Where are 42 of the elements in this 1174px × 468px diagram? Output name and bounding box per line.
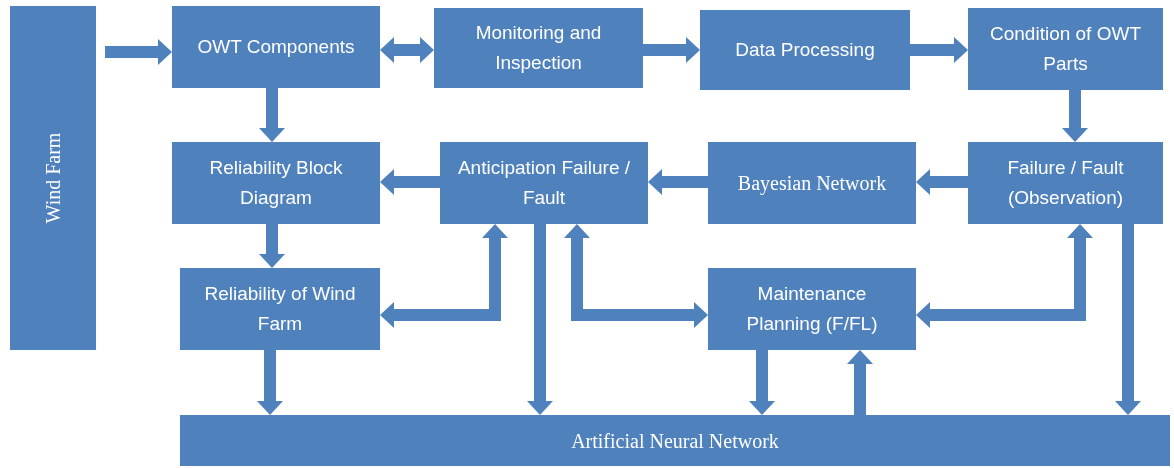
block-arrow xyxy=(380,169,440,195)
process-box xyxy=(180,415,1170,466)
box-label: Failure / Fault (Observation) xyxy=(1006,156,1125,210)
block-arrow xyxy=(648,169,708,195)
block-arrow xyxy=(1062,90,1088,142)
block-arrow xyxy=(259,224,285,268)
block-arrow xyxy=(380,224,508,328)
box-label: Artificial Neural Network xyxy=(570,428,780,454)
block-arrow xyxy=(749,350,775,415)
block-arrow xyxy=(1115,224,1141,415)
process-box xyxy=(708,142,916,224)
box-label: Maintenance Planning (F/FL) xyxy=(745,282,879,336)
box-label: Wind Farm xyxy=(41,132,65,224)
process-box xyxy=(172,6,380,88)
box-label: Bayesian Network xyxy=(736,171,888,197)
box-label: Reliability of Wind Farm xyxy=(203,282,357,336)
process-box xyxy=(440,142,648,224)
process-box xyxy=(172,142,380,224)
box-label: Condition of OWT Parts xyxy=(989,22,1142,76)
block-arrow xyxy=(564,224,708,328)
block-arrow xyxy=(916,169,968,195)
block-arrow xyxy=(916,224,1093,328)
process-box xyxy=(700,10,910,90)
block-arrow xyxy=(259,88,285,142)
box-label: Anticipation Failure / Fault xyxy=(456,156,632,210)
process-box xyxy=(180,268,380,350)
process-box xyxy=(968,8,1163,90)
process-box xyxy=(10,6,96,350)
process-box xyxy=(434,8,643,88)
block-arrow xyxy=(105,39,172,65)
block-arrow xyxy=(643,37,700,63)
process-box xyxy=(708,268,916,350)
box-label: Monitoring and Inspection xyxy=(474,21,603,75)
process-box xyxy=(968,142,1163,224)
box-label: Reliability Block Diagram xyxy=(208,156,344,210)
block-arrow xyxy=(380,37,434,63)
block-arrow xyxy=(910,37,968,63)
box-label: Data Processing xyxy=(734,38,876,62)
block-arrow xyxy=(527,224,553,415)
box-label: OWT Components xyxy=(196,35,356,59)
block-arrow xyxy=(847,350,873,415)
block-arrow xyxy=(257,350,283,415)
